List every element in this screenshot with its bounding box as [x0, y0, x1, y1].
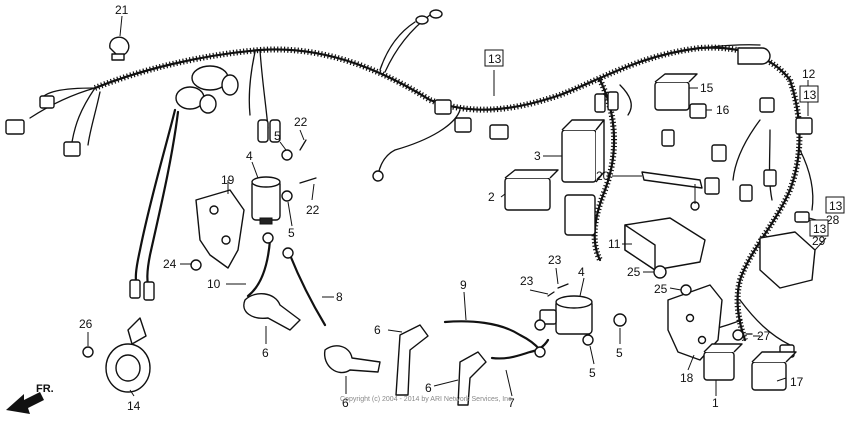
leader-lines — [87, 15, 827, 397]
callout-3: 3 — [534, 149, 541, 163]
svg-text:13: 13 — [803, 88, 817, 102]
horn-14 — [105, 317, 151, 393]
callout-13-top: 13 — [484, 49, 504, 67]
wire-clamp-21 — [109, 36, 130, 61]
callout-6-c: 6 — [342, 396, 349, 410]
module-3 — [561, 119, 605, 183]
callout-23-a: 23 — [548, 253, 562, 267]
callout-1: 1 — [712, 396, 719, 410]
callout-13-mid-right: 13 — [809, 219, 829, 237]
callout-4-right: 4 — [578, 265, 585, 279]
callout-8: 8 — [336, 290, 343, 304]
ht-leads — [246, 232, 550, 360]
svg-text:13: 13 — [829, 199, 843, 213]
cdi-unit-11 — [624, 217, 706, 271]
callout-5-b: 5 — [288, 226, 295, 240]
callout-20: 20 — [596, 169, 610, 183]
ignition-coil-4-left — [251, 176, 281, 225]
svg-text:13: 13 — [488, 52, 502, 66]
connector-12 — [795, 117, 813, 135]
ignition-coil-caps — [175, 65, 239, 114]
callout-11: 11 — [608, 237, 621, 251]
callout-6-d: 6 — [425, 381, 432, 395]
callout-10: 10 — [207, 277, 221, 291]
connector-28 — [794, 211, 810, 223]
callout-21: 21 — [115, 3, 129, 17]
callout-6-b: 6 — [374, 323, 381, 337]
callout-26: 26 — [79, 317, 93, 331]
callout-4-left: 4 — [246, 149, 253, 163]
callout-5-d: 5 — [616, 346, 623, 360]
callout-16: 16 — [716, 103, 730, 117]
relay-17 — [751, 351, 797, 391]
regulator-29 — [759, 231, 816, 289]
callout-13-right: 13 — [799, 85, 819, 103]
callout-25-bottom: 25 — [654, 282, 668, 296]
relay-15 — [654, 73, 698, 111]
plug-caps-6 — [243, 293, 487, 406]
callout-labels: 21 2 3 4 4 19 20 11 25 25 15 16 12 28 29… — [79, 3, 845, 413]
callout-19: 19 — [221, 173, 235, 187]
module-2 — [504, 169, 559, 211]
callout-18: 18 — [680, 371, 694, 385]
connectors — [5, 9, 795, 358]
callout-28: 28 — [826, 213, 840, 227]
callout-12: 12 — [802, 67, 816, 81]
front-direction-label: FR. — [36, 383, 54, 395]
front-direction-arrow: FR. — [6, 383, 54, 414]
stay-20 — [641, 171, 703, 211]
bracket-19 — [195, 189, 245, 269]
callout-17: 17 — [790, 375, 804, 389]
callout-27: 27 — [757, 329, 771, 343]
callout-13-far-right: 13 — [825, 196, 845, 214]
callout-14: 14 — [127, 399, 141, 413]
callout-9: 9 — [460, 278, 467, 292]
callout-6-a: 6 — [262, 346, 269, 360]
callout-23-b: 23 — [520, 274, 534, 288]
callout-5-c: 5 — [589, 366, 596, 380]
callout-7: 7 — [508, 396, 515, 410]
relay-1 — [703, 343, 743, 381]
callout-24: 24 — [163, 257, 177, 271]
callout-5-a: 5 — [274, 129, 281, 143]
callout-25-top: 25 — [627, 265, 641, 279]
ignition-coil-4-right — [539, 295, 593, 335]
copyright-notice: Copyright (c) 2004 - 2014 by ARI Network… — [340, 396, 514, 403]
callout-2: 2 — [488, 190, 495, 204]
callout-15: 15 — [700, 81, 714, 95]
fasteners — [82, 139, 753, 358]
callout-29: 29 — [812, 234, 826, 248]
callout-22-a: 22 — [294, 115, 308, 129]
callout-22-b: 22 — [306, 203, 320, 217]
connector-16 — [689, 103, 707, 119]
svg-text:13: 13 — [813, 222, 827, 236]
